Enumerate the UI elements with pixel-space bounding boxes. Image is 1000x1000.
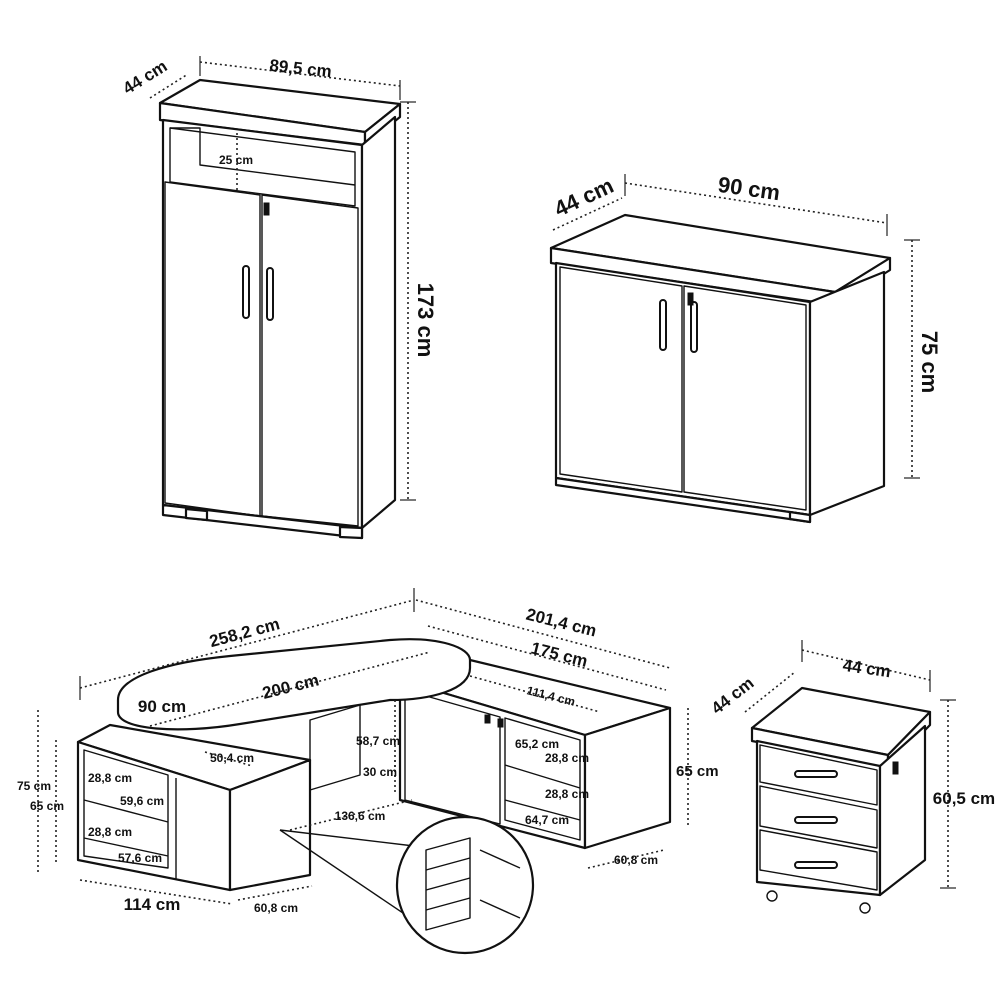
low-cabinet-left-handle-icon — [659, 299, 667, 351]
low-cabinet-key-icon — [687, 292, 694, 306]
pedestal-drawer-2 — [759, 785, 878, 849]
desk-right-shelf-h1-label: 28,8 cm — [545, 751, 589, 765]
pedestal-handle-1-icon — [794, 770, 838, 778]
l-desk — [76, 638, 672, 892]
low-cabinet-body-front — [554, 261, 812, 517]
desk-right-shelf-width-label: 65,2 cm — [515, 737, 559, 751]
low-cabinet-width-label: 90 cm — [716, 172, 781, 205]
tall-cabinet-width-label: 89,5 cm — [269, 56, 333, 81]
desk-left-open-shelves — [83, 749, 169, 869]
pedestal-depth-label: 44 cm — [708, 673, 758, 718]
tall-cabinet-niche-inner — [170, 127, 356, 186]
desk-center-span-label: 136,6 cm — [335, 809, 386, 823]
tall-cabinet-key-icon — [263, 202, 270, 216]
tall-cabinet-body-side — [360, 115, 397, 530]
tall-cabinet-right-door — [261, 194, 359, 527]
desk-right-depth-label: 60,8 cm — [614, 853, 658, 867]
desk-right-cabinet-door — [404, 689, 501, 825]
pedestal-width-label: 44 cm — [842, 656, 892, 682]
tall-cabinet-niche-label: 25 cm — [219, 153, 253, 167]
low-cabinet-right-handle-icon — [690, 301, 698, 353]
low-cabinet-height-label: 75 cm — [917, 331, 942, 393]
tall-cabinet-depth-label: 44 cm — [120, 57, 171, 99]
pedestal-height-label: 60,5 cm — [933, 789, 995, 808]
desk-gap-height-label: 30 cm — [363, 765, 397, 779]
pedestal-drawer-1 — [759, 744, 878, 806]
desk-overall-length-label: 258,2 cm — [207, 614, 281, 651]
pedestal — [750, 686, 932, 914]
desk-right-knob-icon — [484, 714, 491, 724]
low-cabinet — [549, 213, 892, 524]
l-desk-dimensions: 258,2 cm 201,4 cm 175 cm 200 cm 90 cm 11… — [17, 588, 719, 915]
desk-top — [116, 638, 472, 731]
detail-drawer-stack — [425, 837, 471, 931]
desk-shelf-width-bottom-label: 57,6 cm — [118, 851, 162, 865]
desk-right-cabinet-shelves — [504, 717, 581, 841]
desk-shelf-height-top-label: 28,8 cm — [88, 771, 132, 785]
desk-cabinet-inner-height-label: 58,7 cm — [356, 734, 400, 748]
pedestal-drawer-3 — [759, 829, 878, 891]
pedestal-key-icon — [892, 761, 899, 775]
low-cabinet-right-door — [683, 285, 807, 511]
pedestal-caster-icon — [766, 890, 778, 902]
desk-modesty-panel — [309, 704, 361, 791]
pedestal-handle-2-icon — [794, 816, 838, 824]
desk-left-unit-side — [228, 758, 312, 892]
detail-circle — [395, 815, 535, 955]
tall-cabinet-foot-left — [184, 507, 209, 522]
desk-left-width-label: 114 cm — [124, 895, 181, 914]
desk-right-knob-2-icon — [497, 718, 504, 728]
desk-shelf-width-top-label: 59,6 cm — [120, 794, 164, 808]
desk-top-depth-label: 90 cm — [138, 697, 186, 716]
tall-cabinet-foot — [338, 525, 364, 540]
desk-left-depth-label: 60,8 cm — [254, 901, 298, 915]
desk-right-height-label: 65 cm — [676, 763, 719, 780]
low-cabinet-left-door — [559, 266, 683, 493]
tall-cabinet-left-handle-icon — [242, 265, 250, 319]
pedestal-body-side — [878, 724, 927, 897]
tall-cabinet-niche — [169, 127, 356, 207]
desk-shelf-height-bottom-label: 28,8 cm — [88, 825, 132, 839]
desk-right-shelf-width-bottom-label: 64,7 cm — [525, 813, 569, 827]
low-cabinet-foot — [788, 510, 812, 524]
tall-cabinet-right-handle-icon — [266, 267, 274, 321]
pedestal-handle-3-icon — [794, 861, 838, 869]
drawer-detail-inset — [279, 815, 535, 955]
desk-left-inner-height-label: 65 cm — [30, 799, 64, 813]
tall-cabinet — [158, 78, 402, 540]
low-cabinet-body-side — [808, 270, 886, 517]
desk-right-cabinet-side — [583, 706, 672, 850]
desk-left-height-label: 75 cm — [17, 779, 51, 793]
desk-right-shelf-h2-label: 28,8 cm — [545, 787, 589, 801]
low-cabinet-depth-label: 44 cm — [550, 173, 617, 222]
desk-right-length-label: 201,4 cm — [524, 605, 598, 641]
desk-side-depth-label: 50,4 cm — [210, 751, 254, 765]
pedestal-caster-2-icon — [859, 902, 871, 914]
tall-cabinet-height-label: 173 cm — [413, 283, 438, 358]
